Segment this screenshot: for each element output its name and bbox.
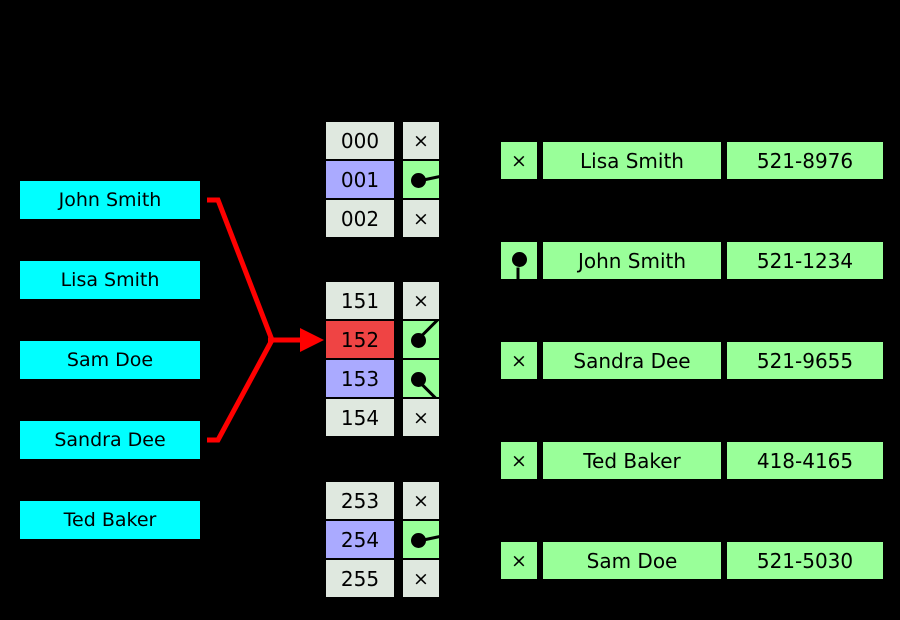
bucket-row-152[interactable]: 152 (325, 320, 440, 359)
pointer-dot-icon (512, 252, 527, 267)
bucket-index-label: 151 (340, 288, 380, 313)
record-row-sam-doe[interactable]: × Sam Doe 521-5030 (500, 541, 884, 580)
bucket-pointer-cell-empty: × (402, 559, 440, 598)
empty-x-icon: × (413, 567, 429, 590)
record-name-cell: Ted Baker (542, 441, 722, 480)
record-phone-label: 418-4165 (756, 448, 854, 473)
record-phone-cell: 521-8976 (726, 141, 884, 180)
record-row-lisa-smith[interactable]: × Lisa Smith 521-8976 (500, 141, 884, 180)
record-next-pointer-empty: × (500, 541, 538, 580)
key-box-sam-doe[interactable]: Sam Doe (20, 341, 200, 379)
bucket-pointer-cell-filled (402, 320, 440, 359)
record-phone-label: 521-5030 (756, 548, 854, 573)
record-name-label: Ted Baker (583, 448, 681, 473)
empty-x-icon: × (511, 449, 527, 472)
key-box-john-smith[interactable]: John Smith (20, 181, 200, 219)
bucket-row-254[interactable]: 254 (325, 520, 440, 559)
record-name-cell: Sandra Dee (542, 341, 722, 380)
bucket-pointer-cell-filled (402, 160, 440, 199)
key-box-ted-baker[interactable]: Ted Baker (20, 501, 200, 539)
record-row-john-smith[interactable]: John Smith 521-1234 (500, 241, 884, 284)
bucket-pointer-cell-empty: × (402, 398, 440, 437)
record-next-pointer-empty: × (500, 341, 538, 380)
empty-x-icon: × (511, 149, 527, 172)
bucket-index-label: 255 (340, 566, 380, 591)
record-phone-cell: 521-1234 (726, 241, 884, 280)
bucket-pointer-cell-empty: × (402, 281, 440, 320)
record-name-cell: Lisa Smith (542, 141, 722, 180)
record-row-sandra-dee[interactable]: × Sandra Dee 521-9655 (500, 341, 884, 380)
bucket-index-cell: 000 (325, 121, 395, 160)
collision-arrow (207, 197, 324, 443)
bucket-pointer-cell-filled (402, 520, 440, 559)
bucket-index-label: 002 (340, 206, 380, 231)
empty-x-icon: × (413, 406, 429, 429)
key-label: Lisa Smith (60, 268, 160, 291)
key-label: John Smith (58, 188, 162, 211)
key-label: Sam Doe (66, 348, 154, 371)
record-name-label: Sandra Dee (573, 348, 691, 373)
key-label: Ted Baker (63, 508, 157, 531)
bucket-index-label: 153 (340, 366, 380, 391)
empty-x-icon: × (413, 489, 429, 512)
record-phone-cell: 418-4165 (726, 441, 884, 480)
record-phone-label: 521-1234 (756, 248, 854, 273)
bucket-index-cell: 152 (325, 320, 395, 359)
bucket-row-154[interactable]: 154 × (325, 398, 440, 437)
record-phone-label: 521-9655 (756, 348, 854, 373)
key-label: Sandra Dee (54, 428, 166, 451)
bucket-index-cell: 254 (325, 520, 395, 559)
record-row-ted-baker[interactable]: × Ted Baker 418-4165 (500, 441, 884, 480)
bucket-row-255[interactable]: 255 × (325, 559, 440, 598)
empty-x-icon: × (413, 289, 429, 312)
record-name-label: Sam Doe (586, 548, 678, 573)
bucket-index-label: 254 (340, 527, 380, 552)
empty-x-icon: × (413, 129, 429, 152)
bucket-pointer-cell-filled (402, 359, 440, 398)
bucket-pointer-cell-empty: × (402, 121, 440, 160)
bucket-index-label: 152 (340, 327, 380, 352)
record-name-label: John Smith (577, 248, 687, 273)
record-phone-cell: 521-5030 (726, 541, 884, 580)
bucket-index-cell: 151 (325, 281, 395, 320)
bucket-index-cell: 001 (325, 160, 395, 199)
key-box-lisa-smith[interactable]: Lisa Smith (20, 261, 200, 299)
bucket-index-cell: 002 (325, 199, 395, 238)
pointer-line-icon (415, 378, 439, 397)
bucket-index-cell: 253 (325, 481, 395, 520)
record-next-pointer-empty: × (500, 141, 538, 180)
bucket-index-label: 154 (340, 405, 380, 430)
bucket-index-label: 253 (340, 488, 380, 513)
bucket-row-151[interactable]: 151 × (325, 281, 440, 320)
bucket-index-cell: 255 (325, 559, 395, 598)
bucket-pointer-cell-empty: × (402, 481, 440, 520)
pointer-dot-icon (411, 533, 426, 548)
record-phone-cell: 521-9655 (726, 341, 884, 380)
pointer-line-icon (415, 321, 439, 342)
bucket-row-253[interactable]: 253 × (325, 481, 440, 520)
bucket-pointer-cell-empty: × (402, 199, 440, 238)
empty-x-icon: × (511, 549, 527, 572)
record-name-cell: Sam Doe (542, 541, 722, 580)
record-name-label: Lisa Smith (580, 148, 684, 173)
bucket-row-153[interactable]: 153 (325, 359, 440, 398)
record-next-pointer-filled (500, 241, 538, 284)
bucket-index-cell: 153 (325, 359, 395, 398)
bucket-index-label: 001 (340, 167, 380, 192)
key-box-sandra-dee[interactable]: Sandra Dee (20, 421, 200, 459)
empty-x-icon: × (511, 349, 527, 372)
record-next-pointer-empty: × (500, 441, 538, 480)
bucket-row-000[interactable]: 000 × (325, 121, 440, 160)
pointer-dot-icon (411, 173, 426, 188)
bucket-index-cell: 154 (325, 398, 395, 437)
bucket-row-002[interactable]: 002 × (325, 199, 440, 238)
pointer-line-icon (516, 267, 520, 284)
bucket-row-001[interactable]: 001 (325, 160, 440, 199)
bucket-index-label: 000 (340, 128, 380, 153)
record-phone-label: 521-8976 (756, 148, 854, 173)
record-name-cell: John Smith (542, 241, 722, 280)
empty-x-icon: × (413, 207, 429, 230)
